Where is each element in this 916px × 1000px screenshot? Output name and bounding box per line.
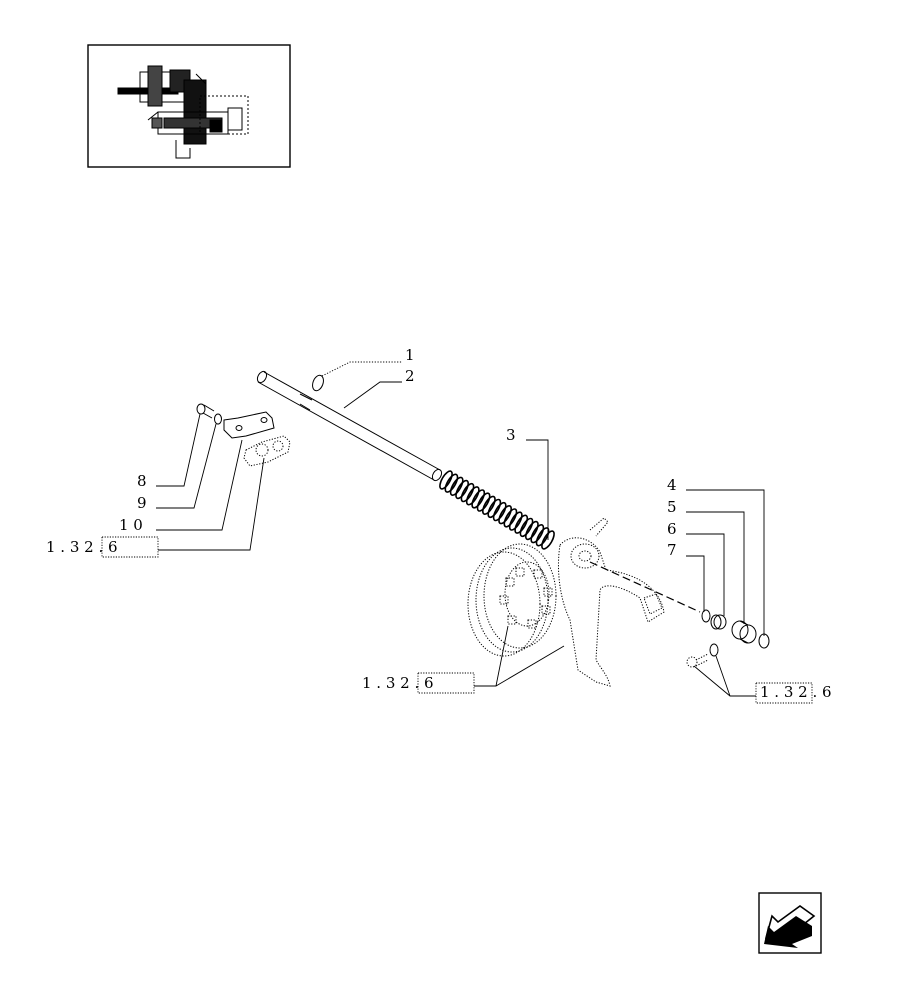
callout-9: 9 [137, 494, 147, 512]
spring-part-3 [439, 470, 555, 550]
shift-fork-ref [557, 517, 665, 687]
assembly-thumbnail-icon[interactable] [87, 44, 291, 168]
spring-coil [508, 511, 523, 531]
bolt-part-8 [196, 403, 215, 419]
washer-part-9 [214, 413, 222, 425]
spring-coil [482, 495, 496, 515]
spring-coil [471, 489, 486, 509]
spring-coil [492, 501, 507, 522]
bracket-ref-part [243, 435, 291, 467]
callout-5: 5 [667, 498, 677, 516]
spring-coil [465, 486, 480, 506]
callout-3: 3 [506, 426, 516, 444]
washer-ref-part [709, 643, 719, 657]
screw-ref-part [686, 653, 709, 668]
reference-right: 1 . 3 2 . 6 [760, 683, 832, 701]
spring-coil [460, 482, 475, 503]
callout-2: 2 [405, 367, 415, 385]
circlip-part-7 [701, 609, 711, 623]
ref-box-mid [417, 672, 475, 694]
spring-coil [439, 470, 453, 490]
spring-coil [519, 517, 534, 538]
callout-4: 4 [667, 476, 677, 494]
ball-part-6 [710, 614, 727, 630]
detent-axis-line [589, 561, 701, 613]
reference-left: 1 . 3 2 . 6 [46, 538, 118, 556]
callout-1: 1 [405, 346, 415, 364]
plate-part-10 [223, 411, 275, 439]
callout-7: 7 [667, 541, 677, 559]
spring-coil [514, 514, 529, 534]
plug-part-5 [731, 620, 757, 644]
spring-coil [525, 520, 539, 541]
o-ring-part-4 [758, 633, 770, 649]
reference-mid: 1 . 3 2 . 6 [362, 674, 434, 692]
spring-coil [455, 479, 469, 500]
ref-box-left [101, 536, 159, 558]
spring-coil [487, 498, 502, 519]
spring-coil [444, 473, 459, 493]
selector-shaft [256, 370, 443, 482]
o-ring-part-1 [312, 374, 324, 392]
callout-8: 8 [137, 472, 147, 490]
callout-10: 1 0 [119, 516, 143, 534]
spring-coil [503, 508, 518, 528]
spring-coil [449, 476, 464, 496]
coupling-hub-ref [467, 543, 557, 657]
ref-box-right [755, 682, 813, 704]
spring-coil [541, 530, 555, 550]
spring-coil [530, 524, 545, 544]
callout-6: 6 [667, 520, 677, 538]
back-arrow-icon[interactable] [758, 892, 822, 954]
leader-lines [156, 361, 765, 697]
spring-coil [476, 492, 491, 512]
spring-coil [498, 505, 512, 525]
